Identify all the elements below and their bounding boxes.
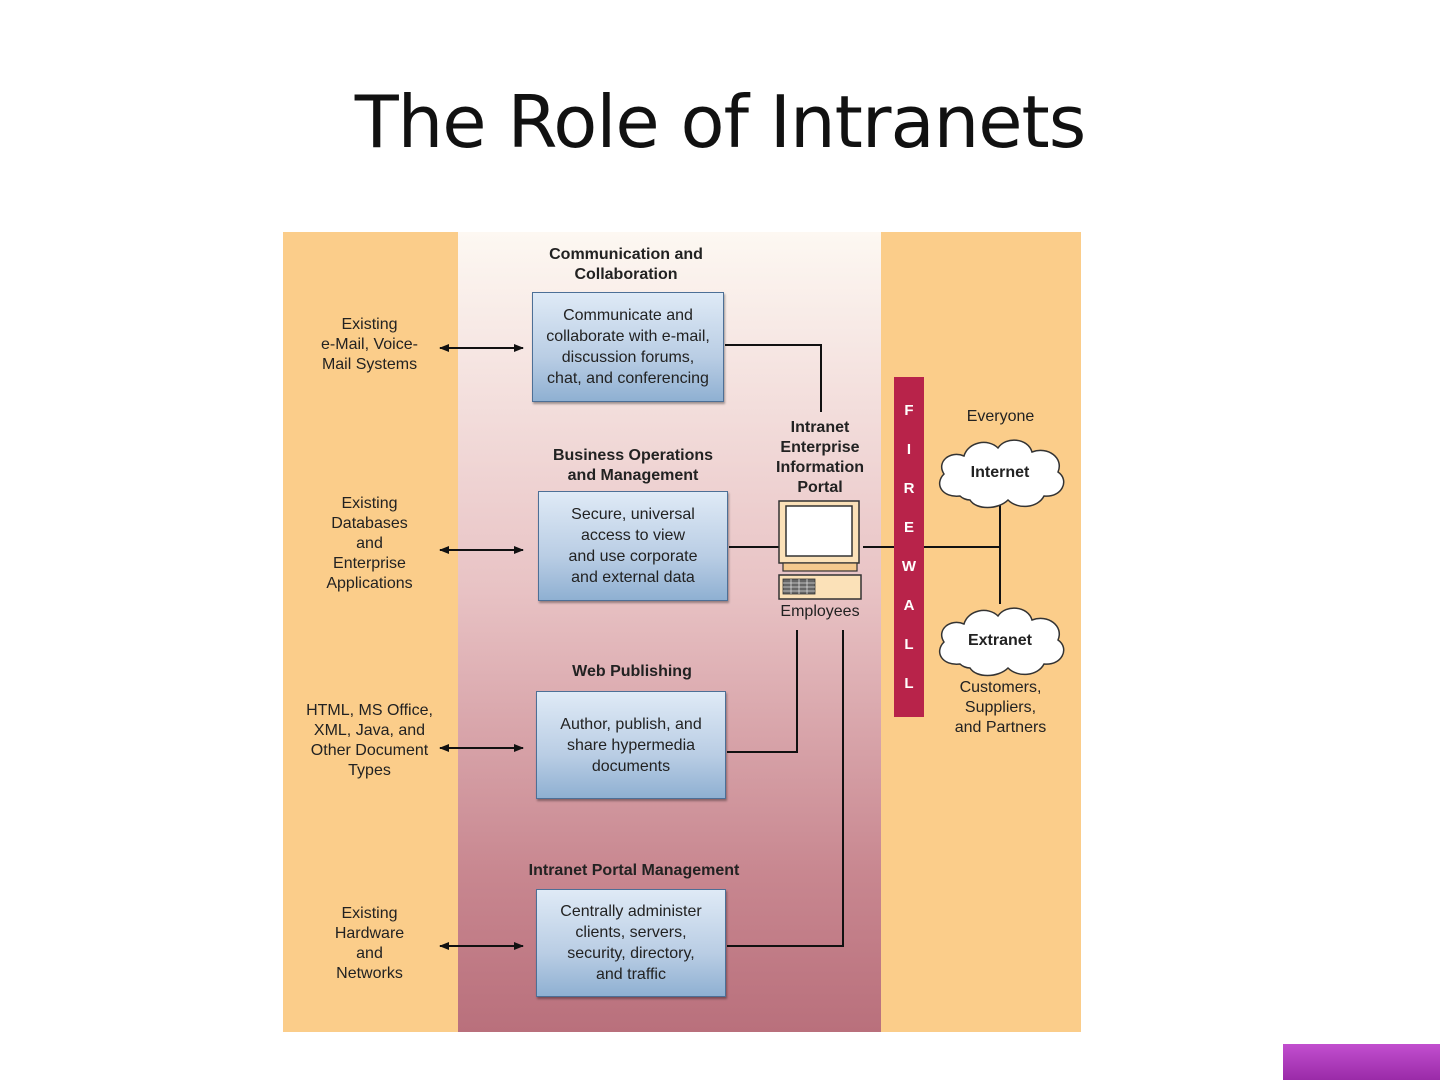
firewall-letter: L	[904, 675, 914, 692]
internet-cloud: Internet	[930, 434, 1070, 512]
communication-text: Communicate and collaborate with e-mail,…	[546, 307, 710, 387]
extranet-caption: Customers, Suppliers, and Partners	[954, 679, 1047, 736]
business-box: Secure, universal access to view and use…	[538, 491, 728, 601]
communication-box: Communicate and collaborate with e-mail,…	[532, 292, 724, 402]
firewall-letter: A	[903, 597, 915, 614]
slide-title: The Role of Intranets	[354, 80, 1087, 164]
web-publishing-title: Web Publishing	[572, 663, 692, 680]
employees-label: Employees	[780, 603, 860, 620]
portal-management-text: Centrally administer clients, servers, s…	[560, 903, 702, 983]
extranet-cloud: Extranet	[930, 602, 1070, 680]
portal-label: Intranet Enterprise Information Portal	[776, 419, 864, 496]
internet-label: Internet	[970, 464, 1030, 481]
computer-icon	[778, 500, 862, 600]
wire-portal-management	[727, 630, 844, 947]
cloud-icon	[939, 439, 1065, 509]
portal-management-title: Intranet Portal Management	[528, 862, 740, 879]
firewall-letter: I	[906, 441, 912, 458]
external-hardware-label: Existing Hardware and Networks	[334, 905, 405, 982]
external-documents-label: HTML, MS Office, XML, Java, and Other Do…	[306, 702, 433, 779]
firewall-letter: L	[904, 636, 914, 653]
web-publishing-box: Author, publish, and share hypermedia do…	[536, 691, 726, 799]
firewall: F I R E W A L L	[894, 377, 924, 717]
extranet-label: Extranet	[967, 632, 1033, 649]
internet-caption: Everyone	[966, 408, 1035, 425]
external-email-label: Existing e-Mail, Voice- Mail Systems	[321, 316, 418, 373]
portal-management-box: Centrally administer clients, servers, s…	[536, 889, 726, 997]
firewall-letter: E	[903, 519, 914, 536]
external-databases-label: Existing Databases and Enterprise Applic…	[326, 495, 413, 592]
external-systems-panel	[283, 232, 458, 1032]
firewall-letter: W	[901, 558, 917, 575]
connector-lines	[439, 344, 1001, 950]
wire-communication	[725, 344, 822, 412]
cloud-icon	[939, 607, 1065, 677]
business-text: Secure, universal access to view and use…	[568, 506, 698, 586]
firewall-letter: R	[903, 480, 915, 497]
intranet-diagram: Existing e-Mail, Voice- Mail Systems Exi…	[283, 232, 1081, 1032]
web-publishing-text: Author, publish, and share hypermedia do…	[560, 715, 702, 775]
wire-web-publishing	[727, 630, 798, 753]
communication-title: Communication and Collaboration	[549, 246, 703, 283]
business-title: Business Operations and Management	[552, 447, 714, 484]
next-slide-button[interactable]	[1283, 1044, 1440, 1080]
firewall-letter: F	[904, 402, 914, 419]
